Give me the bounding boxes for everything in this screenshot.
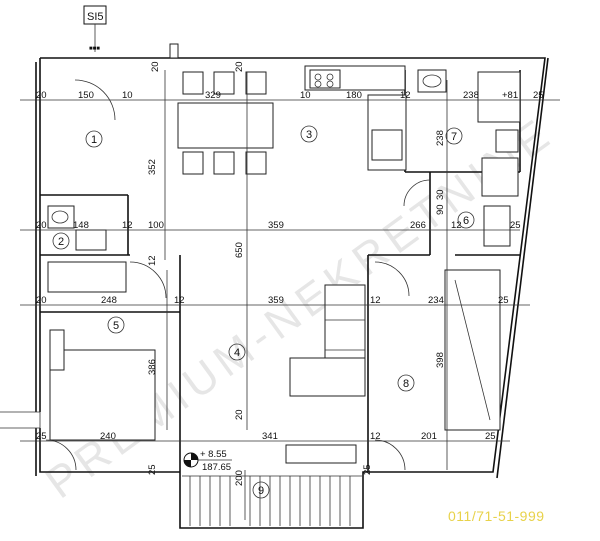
dim-text: 150: [78, 90, 94, 101]
dim-text: 329: [205, 90, 221, 101]
section-marker-label: SI5: [87, 11, 104, 23]
level-elevation: + 8.55: [200, 449, 227, 460]
dim-text: 201: [421, 431, 437, 442]
dim-text: 240: [100, 431, 116, 442]
dim-text: 20: [36, 220, 47, 231]
dim-text: 10: [122, 90, 133, 101]
dim-text: 352: [147, 159, 158, 175]
level-mark: + 8.55 187.65: [183, 449, 232, 473]
dim-text: 341: [262, 431, 278, 442]
dim-text: 12: [451, 220, 462, 231]
dim-text: 25: [533, 90, 544, 101]
room-number: 1: [91, 134, 97, 146]
dim-text: 180: [346, 90, 362, 101]
dim-text: 148: [73, 220, 89, 231]
terrace-table: [285, 444, 357, 464]
dim-text: 100: [148, 220, 164, 231]
dim-text: 359: [268, 295, 284, 306]
dim-text: 25: [498, 295, 509, 306]
bathtub: [477, 71, 521, 123]
dim-text: 20: [234, 61, 245, 72]
bed: [49, 349, 156, 441]
wardrobe: [47, 261, 127, 293]
dim-text: 200: [234, 470, 245, 486]
dim-text: 248: [101, 295, 117, 306]
room-number: 3: [306, 129, 312, 141]
dim-text: 12: [370, 295, 381, 306]
dim-text: 25: [147, 464, 158, 475]
room-number: 4: [234, 347, 240, 359]
dim-text: 20: [36, 90, 47, 101]
dim-text: 25: [36, 431, 47, 442]
dim-text: 234: [428, 295, 444, 306]
dim-text: 12: [400, 90, 411, 101]
room-number: 7: [451, 131, 457, 143]
dim-text: 20: [234, 409, 245, 420]
room-number: 9: [258, 485, 264, 497]
dining-table: [177, 102, 274, 149]
terrace-hatch: [189, 476, 351, 526]
dim-text: 238: [435, 130, 446, 146]
room-number: 2: [58, 236, 64, 248]
dim-text: 398: [435, 352, 446, 368]
outer-walls: [39, 57, 546, 529]
dim-text: 20: [36, 295, 47, 306]
dim-text: 30: [435, 189, 446, 200]
level-area: 187.65: [202, 462, 231, 473]
dim-text: 12: [147, 255, 158, 266]
dim-text: 650: [234, 242, 245, 258]
dim-text: 90: [435, 204, 446, 215]
dim-text: 12: [370, 431, 381, 442]
room-labels: 1 2 3 4 5 6 7 8 9: [52, 125, 475, 499]
room-number: 8: [403, 378, 409, 390]
dim-text: 20: [150, 61, 161, 72]
room-number: 6: [463, 215, 469, 227]
dim-text: 12: [122, 220, 133, 231]
dim-text: +81: [502, 90, 518, 101]
dim-text: 266: [410, 220, 426, 231]
dim-text: 25: [485, 431, 496, 442]
dim-text: 12: [174, 295, 185, 306]
svg-text:■■■: ■■■: [89, 46, 100, 52]
dim-text: 359: [268, 220, 284, 231]
dim-text: 25: [510, 220, 521, 231]
dim-text: 25: [362, 464, 373, 475]
dim-text: 386: [147, 359, 158, 375]
dim-text: 238: [463, 90, 479, 101]
contact-phone: 011/71-51-999: [448, 508, 545, 524]
dim-text: 10: [300, 90, 311, 101]
room-number: 5: [113, 320, 119, 332]
dimension-lines: [20, 70, 560, 520]
